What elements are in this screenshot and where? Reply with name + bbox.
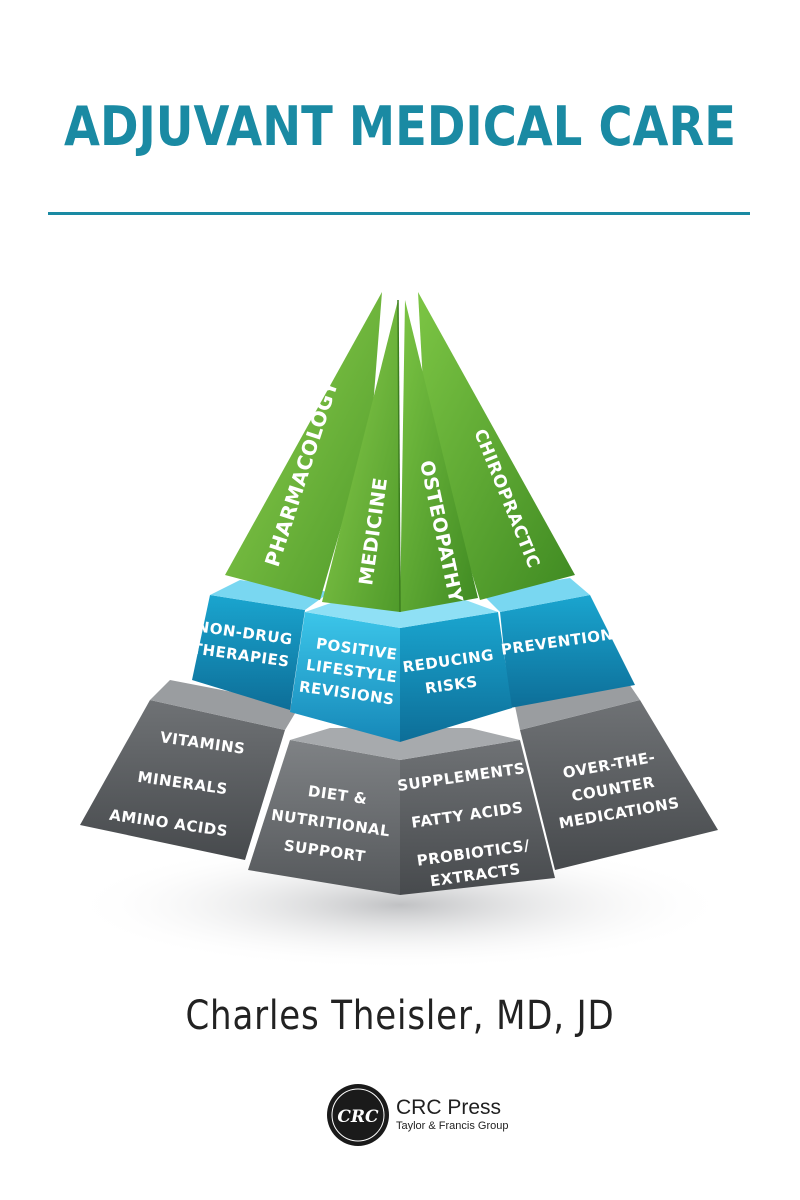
bottom-block-right bbox=[520, 700, 718, 870]
crc-logo-icon: CRC bbox=[327, 1084, 389, 1146]
svg-text:CRC: CRC bbox=[337, 1107, 379, 1127]
middle-block-center-right bbox=[400, 612, 512, 742]
top-spike-pharmacology bbox=[225, 292, 382, 600]
bottom-block-front bbox=[248, 740, 400, 895]
book-title: ADJUVANT MEDICAL CARE bbox=[64, 95, 736, 158]
top-spike-osteopathy bbox=[400, 300, 478, 612]
bottom-block-left bbox=[80, 700, 285, 860]
publisher-group: Taylor & Francis Group bbox=[396, 1120, 509, 1132]
bottom-block-center-right bbox=[400, 740, 555, 895]
pyramid-illustration: PHARMACOLOGY MEDICINE OSTEOPATHY CHIROPR… bbox=[70, 292, 730, 970]
pyramid-shadow bbox=[70, 840, 730, 970]
middle-block-front bbox=[290, 612, 400, 742]
top-spike-medicine bbox=[322, 300, 400, 612]
publisher-block: CRC CRC Press Taylor & Francis Group bbox=[326, 1080, 508, 1150]
publisher-name: CRC Press bbox=[396, 1096, 502, 1119]
book-author: Charles Theisler, MD, JD bbox=[185, 993, 615, 1039]
middle-block-right bbox=[500, 595, 635, 708]
title-divider bbox=[48, 212, 750, 215]
middle-block-left bbox=[192, 595, 305, 710]
